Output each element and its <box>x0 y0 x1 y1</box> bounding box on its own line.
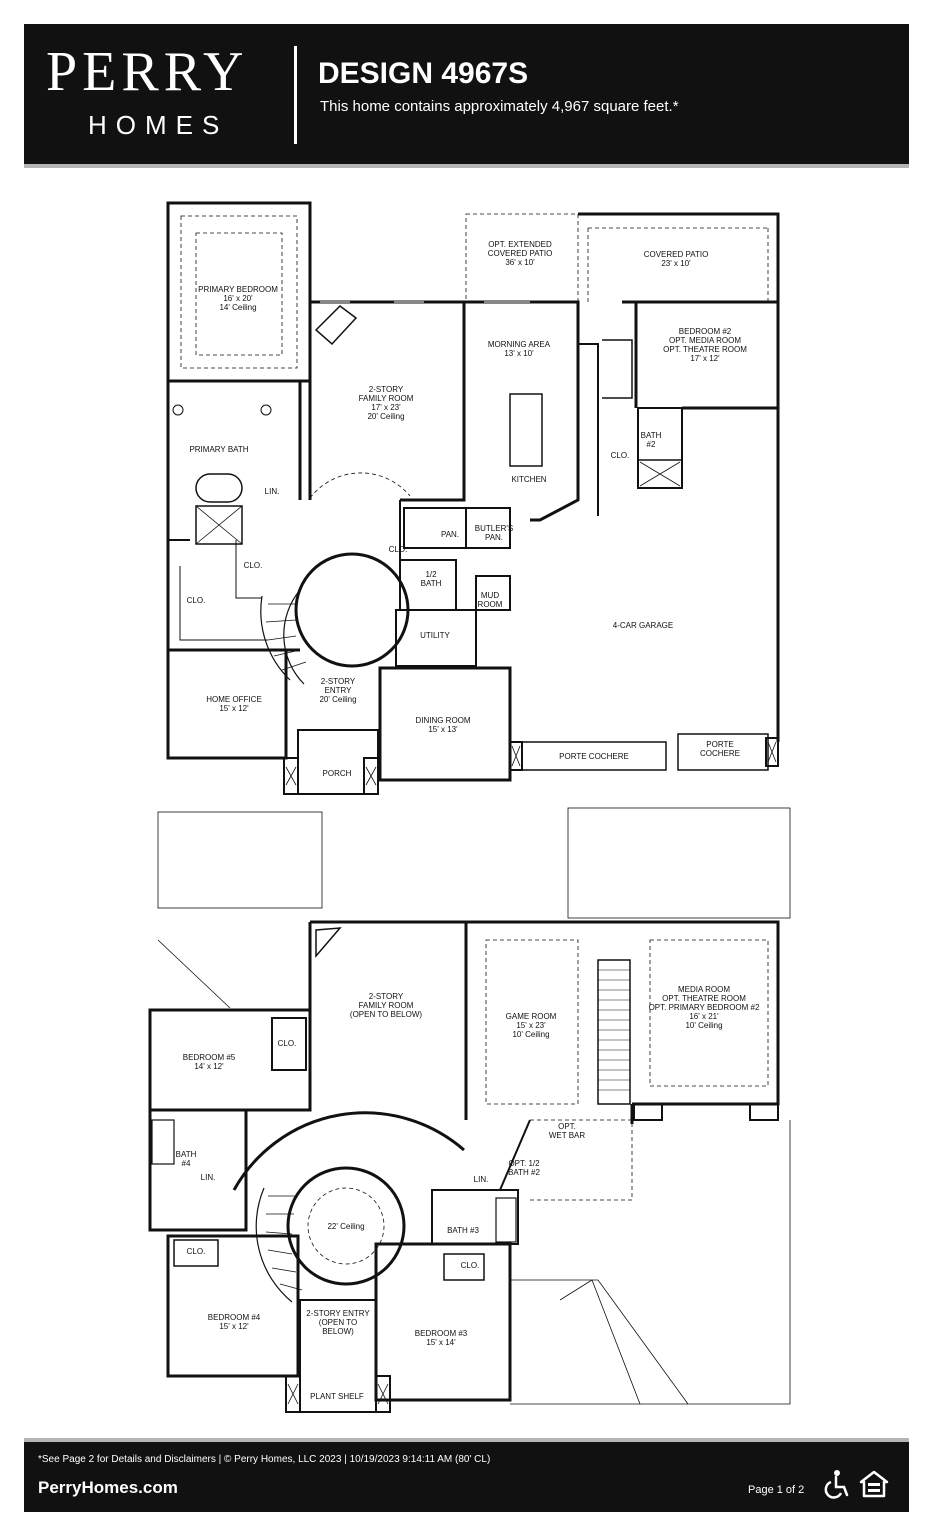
page-number: Page 1 of 2 <box>748 1484 805 1496</box>
header-rule <box>24 164 909 168</box>
room-bath4-line1: BATH <box>176 1150 197 1159</box>
room-dining-size: 15' x 13' <box>428 725 458 734</box>
closet-primary-1: CLO. <box>244 561 263 570</box>
design-title: DESIGN 4967S <box>318 57 529 90</box>
room-kitchen: KITCHEN <box>511 475 546 484</box>
header-divider <box>294 46 297 144</box>
closet-bedroom2: CLO. <box>611 451 630 460</box>
accessibility-icon <box>824 1470 849 1499</box>
room-opt-extended-patio-line1: OPT. EXTENDED <box>488 240 552 249</box>
room-bedroom2-opt-theatre: OPT. THEATRE ROOM <box>663 345 747 354</box>
room-opt-wet-bar-line1: OPT. <box>558 1122 576 1131</box>
room-dining-name: DINING ROOM <box>415 716 470 725</box>
room-entry-line1: 2-STORY <box>321 677 356 686</box>
logo-perry: PERRY <box>46 41 249 103</box>
room-half-bath-line2: BATH <box>421 579 442 588</box>
room-bath2-line2: #2 <box>647 440 656 449</box>
ceiling-22: 22' Ceiling <box>327 1222 364 1231</box>
porte-cochere-2-line2: COCHERE <box>700 749 740 758</box>
closet-primary-2: CLO. <box>187 596 206 605</box>
room-game-ceiling: 10' Ceiling <box>512 1030 549 1039</box>
equal-housing-icon <box>859 1470 889 1498</box>
room-mud-line1: MUD <box>481 591 499 600</box>
room-morning-area-name: MORNING AREA <box>488 340 551 349</box>
room-mud-line2: ROOM <box>478 600 503 609</box>
room-media-opt-theatre: OPT. THEATRE ROOM <box>662 994 746 1003</box>
room-porch: PORCH <box>323 769 352 778</box>
room-bedroom2-size: 17' x 12' <box>690 354 720 363</box>
room-home-office-name: HOME OFFICE <box>206 695 262 704</box>
design-subtitle: This home contains approximately 4,967 s… <box>320 98 679 115</box>
room-family-ceiling: 20' Ceiling <box>367 412 404 421</box>
room-garage: 4-CAR GARAGE <box>613 621 673 630</box>
room-half-bath-line1: 1/2 <box>425 570 437 579</box>
room-bath4-line2: #4 <box>182 1159 191 1168</box>
footer-rule <box>24 1438 909 1442</box>
room-bath3: BATH #3 <box>447 1226 479 1235</box>
room-home-office-size: 15' x 12' <box>219 704 249 713</box>
room-primary-bedroom-ceiling: 14' Ceiling <box>219 303 256 312</box>
room-butlers-pantry-line1: BUTLER'S <box>475 524 513 533</box>
linen-closet-3: LIN. <box>474 1175 489 1184</box>
room2-family-open: (OPEN TO BELOW) <box>350 1010 422 1019</box>
linen-closet-2: LIN. <box>201 1173 216 1182</box>
room-morning-area-size: 13' x 10' <box>504 349 534 358</box>
room-primary-bedroom-size: 16' x 20' <box>223 294 253 303</box>
footer-disclaimer: *See Page 2 for Details and Disclaimers … <box>38 1454 491 1465</box>
room-family-line2: FAMILY ROOM <box>359 394 414 403</box>
closet-bedroom3: CLO. <box>461 1261 480 1270</box>
room-family-size: 17' x 23' <box>371 403 401 412</box>
footer-banner: *See Page 2 for Details and Disclaimers … <box>24 1442 909 1512</box>
plant-shelf: PLANT SHELF <box>310 1392 364 1401</box>
room-pantry: PAN. <box>441 530 459 539</box>
closet-entry: CLO. <box>389 545 408 554</box>
room-game-size: 15' x 23' <box>516 1021 546 1030</box>
room-opt-half-bath-line2: BATH #2 <box>508 1168 540 1177</box>
logo-homes: HOMES <box>88 110 229 140</box>
room-bedroom3-name: BEDROOM #3 <box>415 1329 468 1338</box>
room-media-size: 16' x 21' <box>689 1012 719 1021</box>
room-utility: UTILITY <box>420 631 450 640</box>
room2-entry-line2: (OPEN TO <box>319 1318 357 1327</box>
room-primary-bath: PRIMARY BATH <box>189 445 248 454</box>
room-game-name: GAME ROOM <box>506 1012 557 1021</box>
room-covered-patio-name: COVERED PATIO <box>644 250 709 259</box>
first-floor-plan <box>166 201 780 795</box>
room-opt-wet-bar-line2: WET BAR <box>549 1131 586 1140</box>
room-bedroom4-size: 15' x 12' <box>219 1322 249 1331</box>
room-media-opt-primary: OPT. PRIMARY BEDROOM #2 <box>649 1003 760 1012</box>
room-family-line1: 2-STORY <box>369 385 404 394</box>
room2-entry-line3: BELOW) <box>322 1327 354 1336</box>
closet-bedroom5: CLO. <box>278 1039 297 1048</box>
room-covered-patio-size: 23' x 10' <box>661 259 691 268</box>
room-opt-extended-patio-line2: COVERED PATIO <box>488 249 553 258</box>
second-floor-plan <box>148 807 791 1413</box>
room-bedroom4-name: BEDROOM #4 <box>208 1313 261 1322</box>
room-butlers-pantry-line2: PAN. <box>485 533 503 542</box>
room-bedroom3-size: 15' x 14' <box>426 1338 456 1347</box>
porte-cochere-1: PORTE COCHERE <box>559 752 629 761</box>
room2-entry-line1: 2-STORY ENTRY <box>306 1309 370 1318</box>
room-bedroom2-opt-media: OPT. MEDIA ROOM <box>669 336 741 345</box>
porte-cochere-2-line1: PORTE <box>706 740 733 749</box>
closet-bedroom4: CLO. <box>187 1247 206 1256</box>
room-bedroom5-size: 14' x 12' <box>194 1062 224 1071</box>
room-bedroom5-name: BEDROOM #5 <box>183 1053 236 1062</box>
header-banner: PERRY HOMES DESIGN 4967S This home conta… <box>24 24 909 164</box>
room-media-ceiling: 10' Ceiling <box>685 1021 722 1030</box>
footer-website-link[interactable]: PerryHomes.com <box>38 1478 178 1497</box>
room-primary-bedroom-name: PRIMARY BEDROOM <box>198 285 278 294</box>
room-bedroom2-name: BEDROOM #2 <box>679 327 732 336</box>
room-entry-line2: ENTRY <box>325 686 353 695</box>
room2-family-line2: FAMILY ROOM <box>359 1001 414 1010</box>
room2-family-line1: 2-STORY <box>369 992 404 1001</box>
room-entry-ceiling: 20' Ceiling <box>319 695 356 704</box>
room-media-name: MEDIA ROOM <box>678 985 730 994</box>
room-opt-half-bath-line1: OPT. 1/2 <box>508 1159 540 1168</box>
room-bath2-line1: BATH <box>641 431 662 440</box>
linen-closet: LIN. <box>265 487 280 496</box>
room-opt-extended-patio-size: 36' x 10' <box>505 258 535 267</box>
